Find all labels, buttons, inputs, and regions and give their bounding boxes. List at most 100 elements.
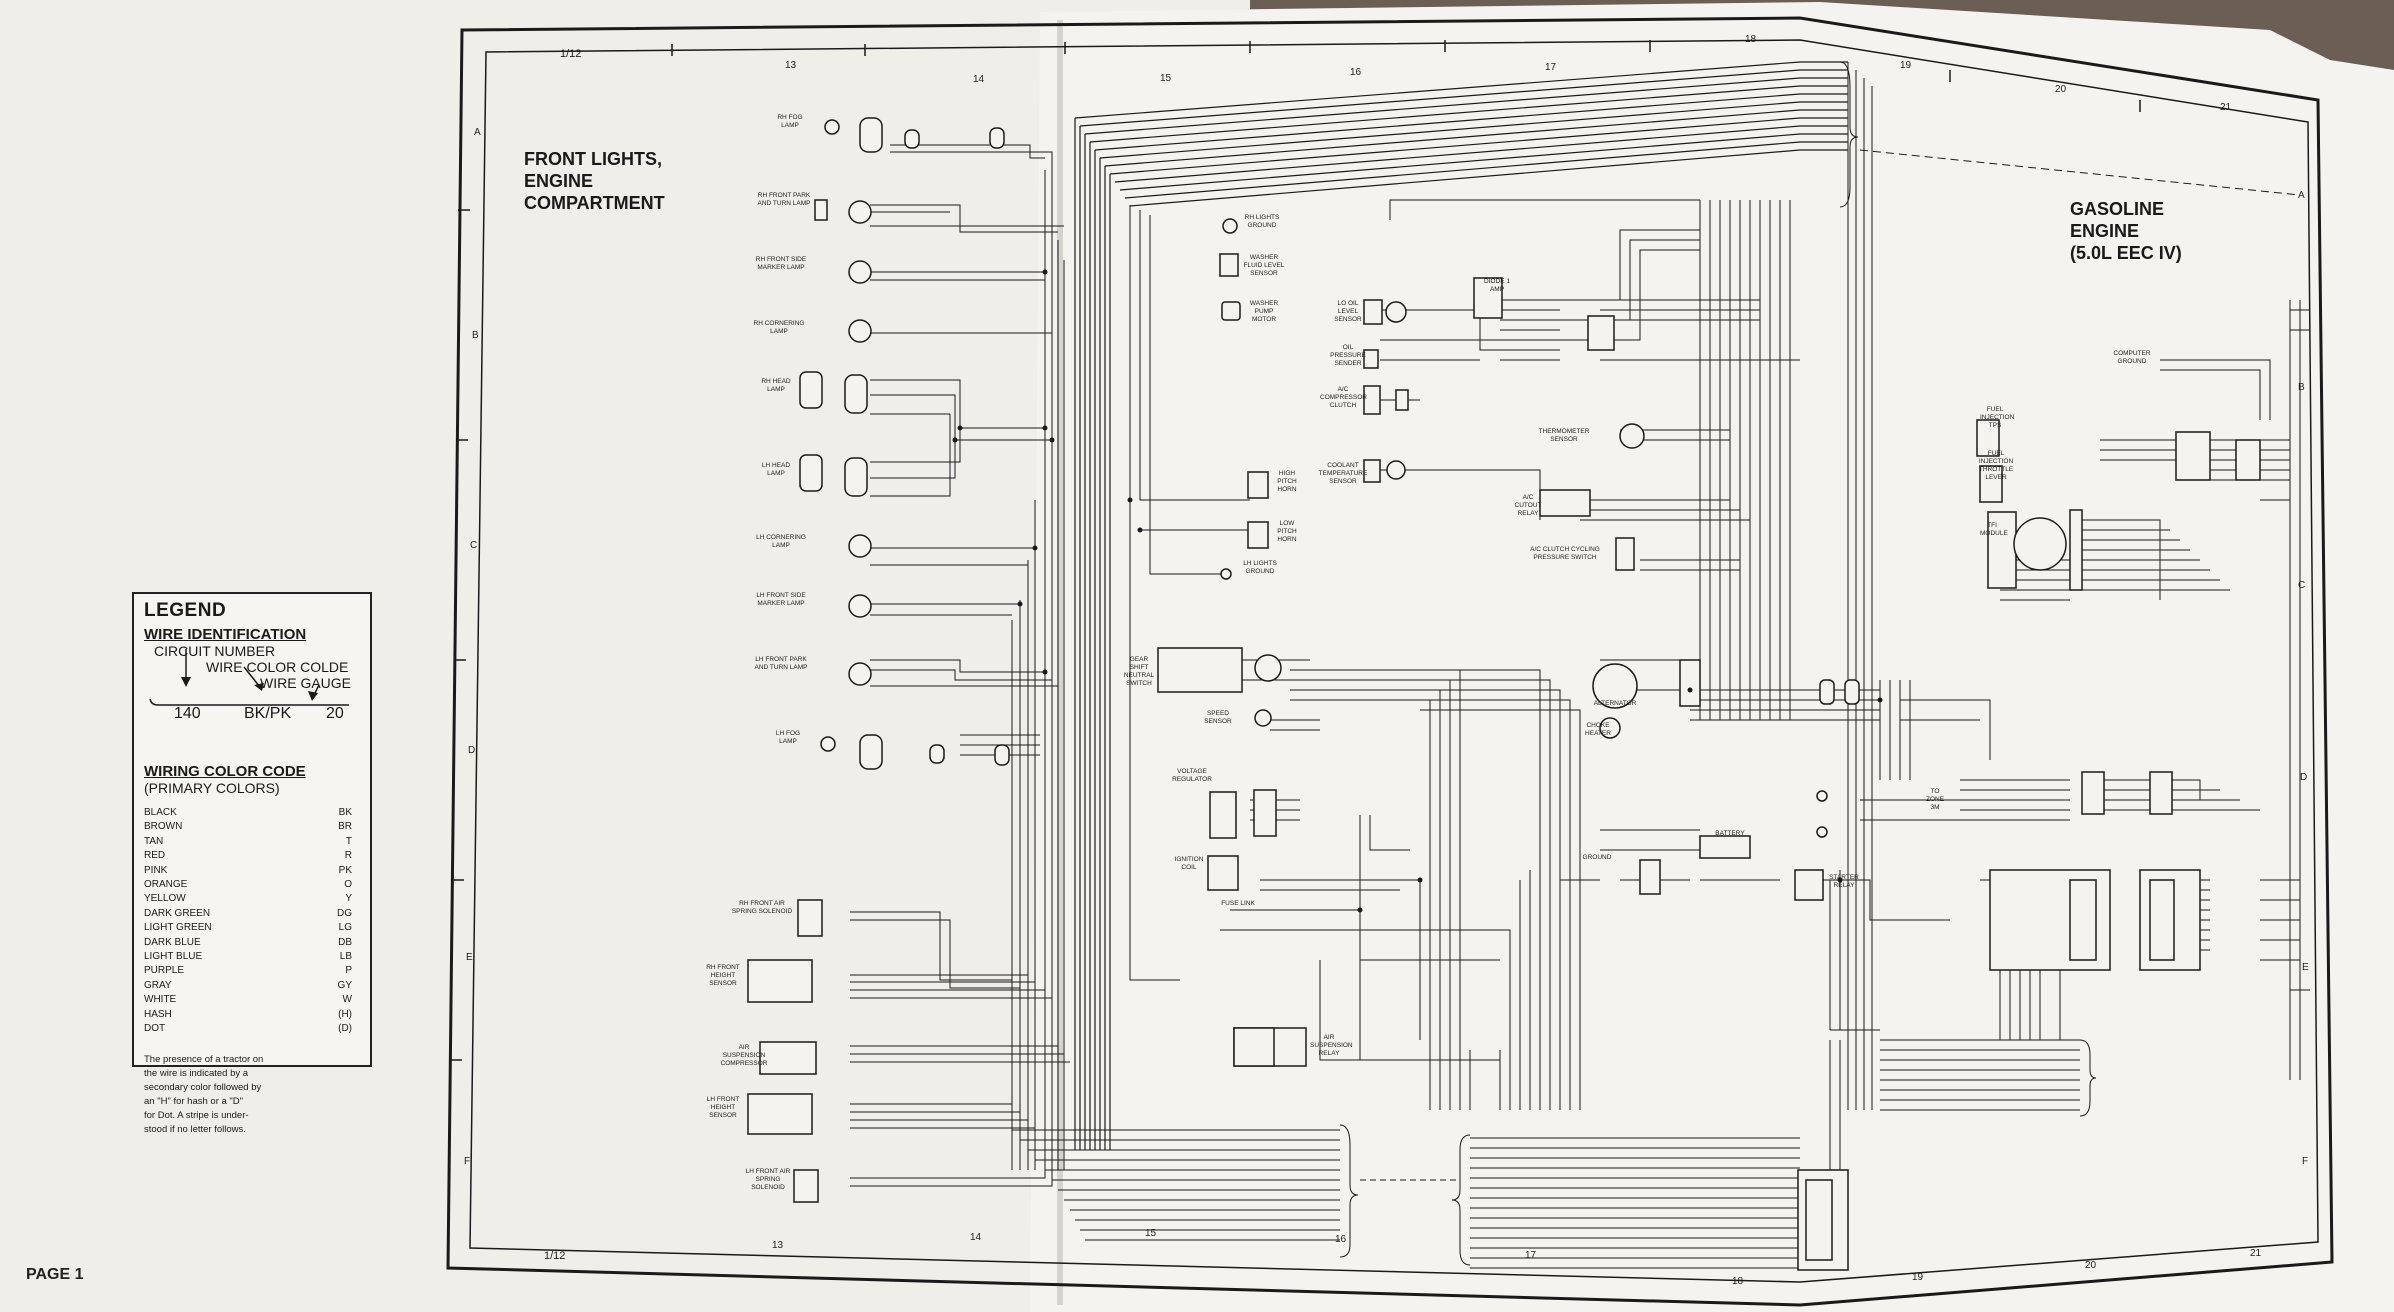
component-label: VOLTAGE REGULATOR	[1172, 768, 1212, 783]
component-label: CHOKE HEATER	[1585, 722, 1611, 737]
grid-col-top: 18	[1745, 34, 1757, 45]
grid-col-bottom: 13	[772, 1240, 784, 1251]
component-label: LH CORNERING LAMP	[756, 534, 806, 549]
grid-col-top: 16	[1350, 67, 1362, 78]
sample-color-code: BK/PK	[244, 705, 292, 722]
component-label: GROUND	[1582, 854, 1612, 861]
grid-col-top: 21	[2220, 102, 2232, 113]
grid-col-bottom: 18	[1732, 1276, 1744, 1287]
color-code-row: DOT(D)	[144, 1023, 352, 1035]
grid-row-right: F	[2302, 1156, 2309, 1167]
grid-row-right: D	[2300, 772, 2308, 783]
component-label: RH FRONT PARK AND TURN LAMP	[757, 192, 811, 207]
sheet-ref-top: 1/12	[560, 48, 582, 60]
color-code-row: HASH(H)	[144, 1008, 352, 1020]
component-label: FUEL INJECTION THROTTLE LEVER	[1978, 450, 2014, 481]
wire-sample-line	[149, 699, 349, 706]
grid-row-left: E	[466, 952, 473, 963]
component-label: WASHER FLUID LEVEL SENSOR	[1243, 254, 1285, 277]
grid-col-bottom: 21	[2250, 1248, 2262, 1259]
grid-col-bottom: 14	[970, 1232, 982, 1243]
component-label: THERMOMETER SENSOR	[1538, 428, 1590, 443]
component-label: LH FRONT PARK AND TURN LAMP	[754, 656, 808, 671]
grid-col-bottom: 20	[2085, 1260, 2097, 1271]
component-label: DIODE 1 AMP	[1483, 278, 1510, 293]
sample-circuit-number: 140	[174, 705, 201, 722]
component-label: AIR SUSPENSION COMPRESSOR	[720, 1044, 768, 1067]
diagram-title-right: GASOLINE ENGINE (5.0L EEC IV)	[2070, 199, 2182, 263]
bottom-harness-bundle	[1012, 1124, 1800, 1269]
grid-row-left: A	[474, 127, 481, 138]
component-label: A/C COMPRESSOR CLUTCH	[1320, 386, 1367, 409]
component-label: LOW PITCH HORN	[1277, 520, 1297, 543]
component-label: COOLANT TEMPERATURE SENSOR	[1318, 462, 1368, 485]
grid-col-top: 13	[785, 60, 797, 71]
sample-wire-gauge: 20	[326, 705, 344, 722]
component-label: WASHER PUMP MOTOR	[1249, 300, 1279, 323]
component-label: FUSE LINK	[1221, 900, 1255, 907]
grid-col-bottom: 17	[1525, 1250, 1537, 1261]
main-harness-bundle	[1074, 61, 1848, 1150]
grid-col-top: 17	[1545, 62, 1557, 73]
component-label: RH CORNERING LAMP	[753, 320, 805, 335]
component-label: LH FOG LAMP	[775, 730, 801, 745]
component-label: LH FRONT HEIGHT SENSOR	[706, 1096, 740, 1119]
grid-row-left: D	[468, 745, 476, 756]
component-label: RH FRONT SIDE MARKER LAMP	[755, 256, 807, 271]
grid-col-bottom: 16	[1335, 1234, 1347, 1245]
component-label: A/C CUTOUT RELAY	[1514, 494, 1542, 517]
component-label: RH FRONT AIR SPRING SOLENOID	[731, 900, 793, 915]
diagram-title-left: FRONT LIGHTS, ENGINE COMPARTMENT	[524, 149, 665, 213]
component-label: LH FRONT SIDE MARKER LAMP	[756, 592, 806, 607]
component-label: GEAR SHIFT NEUTRAL SWITCH	[1123, 656, 1155, 687]
component-symbols	[747, 117, 2261, 1271]
circuit-number-label: CIRCUIT NUMBER	[154, 643, 276, 659]
wire-color-code-label: WIRE COLOR COLDE	[206, 659, 349, 675]
component-label: FUEL INJECTION TPS	[1980, 406, 2015, 429]
component-label: BATTERY	[1715, 830, 1745, 837]
grid-col-top: 20	[2055, 84, 2067, 95]
page-number: PAGE 1	[26, 1266, 84, 1283]
component-label: A/C CLUTCH CYCLING PRESSURE SWITCH	[1530, 546, 1600, 561]
component-label: HIGH PITCH HORN	[1277, 470, 1297, 493]
grid-row-left: F	[464, 1156, 471, 1167]
component-label: COMPUTER GROUND	[2113, 350, 2151, 365]
component-label: RH FOG LAMP	[777, 114, 803, 129]
middle-wiring	[1129, 199, 1991, 1110]
component-label: TFI MODULE	[1980, 522, 2008, 537]
grid-row-right: C	[2298, 580, 2306, 591]
left-component-wires	[850, 144, 1070, 1187]
component-label: LH LIGHTS GROUND	[1243, 560, 1277, 575]
grid-row-right: B	[2298, 382, 2305, 393]
component-label: OIL PRESSURE SENDER	[1330, 344, 1366, 367]
component-label: LH HEAD LAMP	[761, 462, 791, 477]
wire-gauge-label: WIRE GAUGE	[260, 675, 352, 691]
grid-col-top: 14	[973, 74, 985, 85]
grid-col-top: 15	[1160, 73, 1172, 84]
component-label: LO OIL LEVEL SENSOR	[1334, 300, 1362, 323]
right-page	[1030, 2, 2394, 1312]
component-label: TO ZONE 3M	[1925, 788, 1945, 811]
grid-col-bottom: 19	[1912, 1272, 1924, 1283]
component-label: STARTER RELAY	[1829, 874, 1859, 889]
sheet-ref-bottom: 1/12	[544, 1250, 566, 1262]
wiring-color-code-heading: WIRING COLOR CODE	[144, 763, 306, 780]
grid-row-left: B	[472, 330, 479, 341]
grid-col-top: 19	[1900, 60, 1912, 71]
component-label: SPEED SENSOR	[1204, 710, 1232, 725]
component-label: IGNITION COIL	[1174, 856, 1204, 871]
component-label: LH FRONT AIR SPRING SOLENOID	[745, 1168, 791, 1191]
